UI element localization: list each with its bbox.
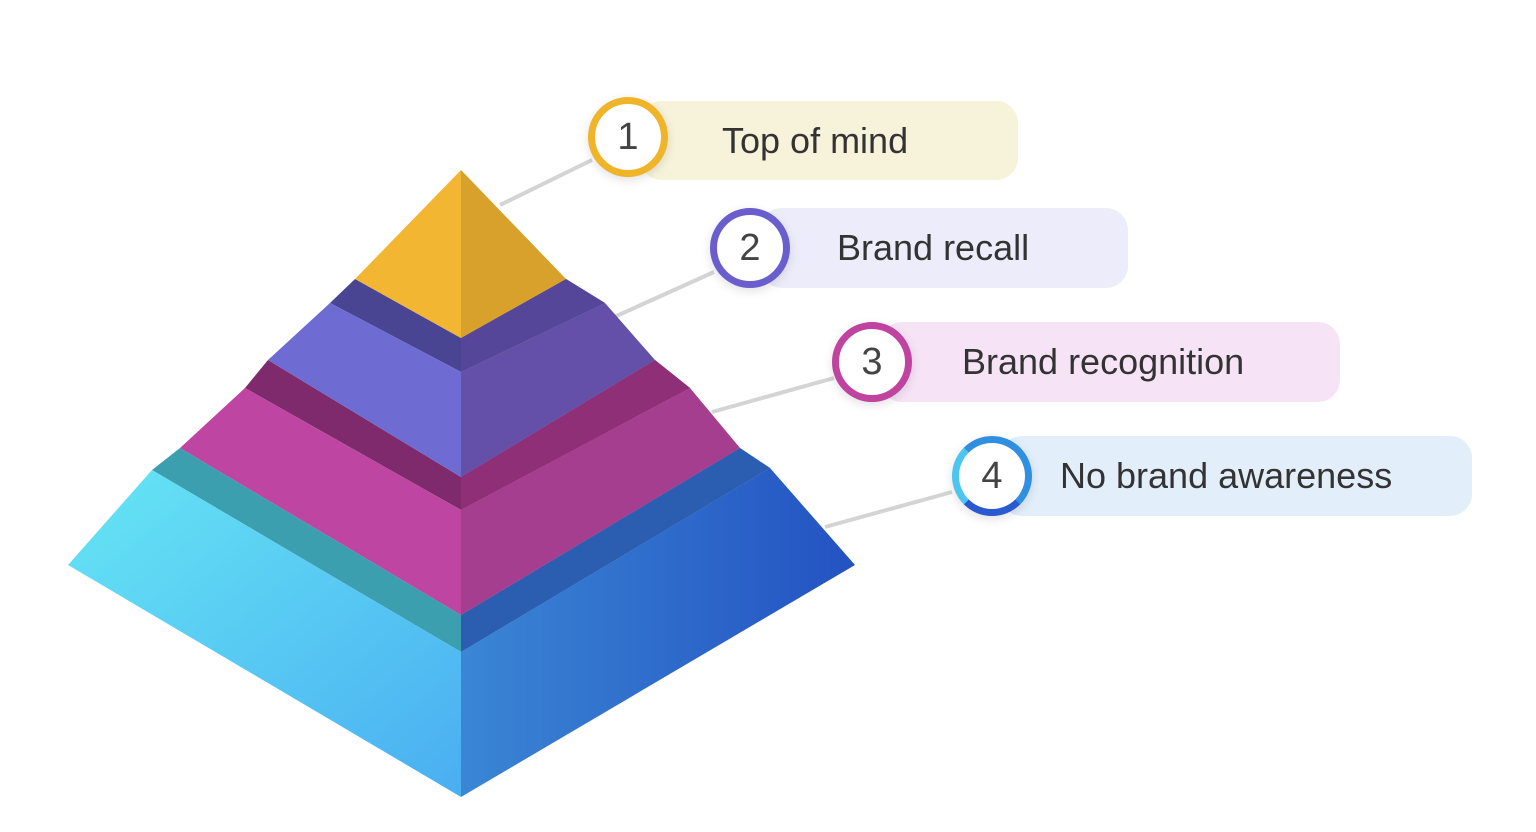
level-1-number-badge: 1 [588, 97, 668, 177]
pyramid-layer-1 [355, 170, 566, 338]
level-2-label-pill: Brand recall [760, 208, 1128, 288]
level-4-number-badge: 4 [952, 436, 1032, 516]
level-4-number: 4 [981, 454, 1003, 497]
pyramid-layer-2 [268, 279, 655, 477]
level-4-label: No brand awareness [1060, 455, 1393, 496]
level-1-label: Top of mind [722, 119, 909, 161]
level-4-label-pill: No brand awareness [1000, 436, 1472, 516]
pyramid-layer-3 [180, 360, 740, 615]
connector-2 [611, 270, 715, 320]
level-2-number-badge: 2 [710, 208, 790, 288]
connector-3 [711, 376, 835, 414]
level-2-label: Brand recall [837, 227, 1030, 268]
connector-lines [499, 158, 953, 529]
level-2-number: 2 [739, 226, 761, 269]
level-3-number-badge: 3 [832, 322, 912, 402]
pyramid-layer-4 [68, 448, 855, 797]
connector-1 [499, 158, 593, 207]
connector-4 [824, 490, 953, 529]
level-1-number: 1 [617, 115, 639, 158]
level-3-label-pill: Brand recognition [880, 322, 1340, 402]
level-3-number: 3 [861, 340, 883, 383]
level-1-label-pill: Top of mind [640, 101, 1018, 180]
level-3-label: Brand recognition [962, 341, 1245, 382]
